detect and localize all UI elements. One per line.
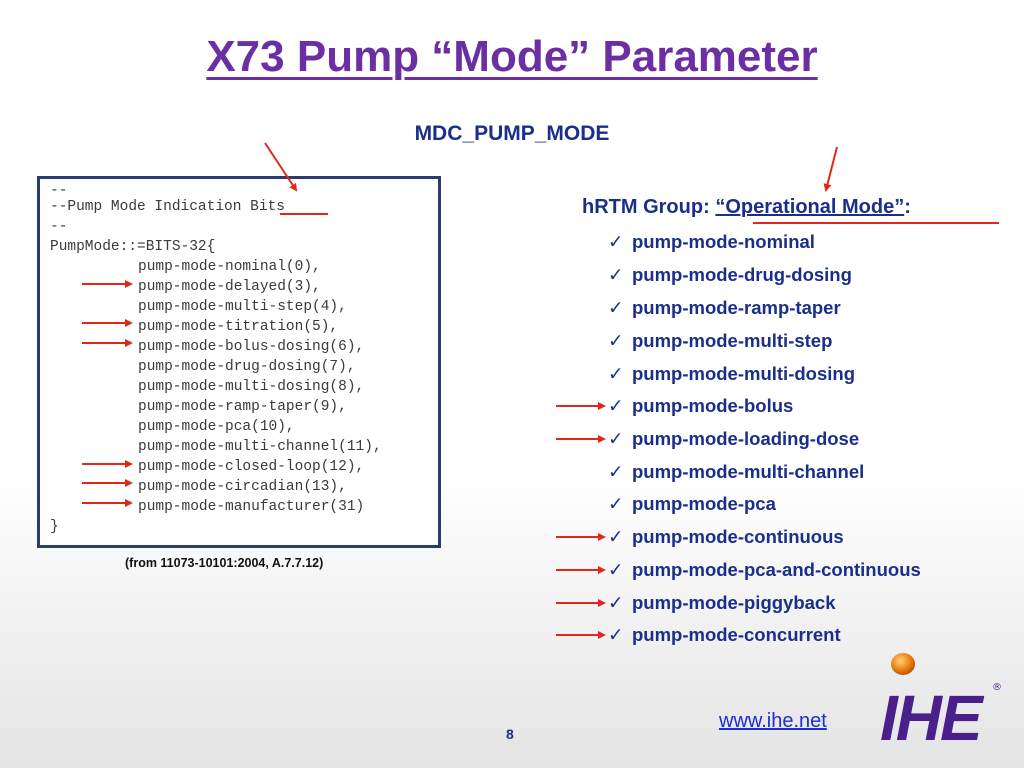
ihe-logo: IHE ® <box>880 653 1002 746</box>
heading-suffix: : <box>904 196 911 218</box>
checkmark-icon: ✓ <box>608 331 624 352</box>
logo-wordmark: IHE <box>880 682 985 746</box>
checkmark-icon: ✓ <box>608 560 624 581</box>
mode-list-item: ✓ pump-mode-concurrent <box>608 624 841 647</box>
heading-red-underline <box>753 222 999 224</box>
mode-list-item: ✓ pump-mode-piggyback <box>608 592 836 615</box>
mode-label: pump-mode-continuous <box>632 526 844 547</box>
mode-label: pump-mode-concurrent <box>632 624 841 645</box>
checkmark-icon: ✓ <box>608 593 624 614</box>
code-line: pump-mode-multi-step(4), <box>138 299 347 315</box>
code-line: --Pump Mode Indication Bits <box>50 199 285 215</box>
mode-label: pump-mode-piggyback <box>632 592 836 613</box>
code-line: } <box>50 519 59 535</box>
checkmark-icon: ✓ <box>608 298 624 319</box>
mode-list-item: ✓ pump-mode-drug-dosing <box>608 264 852 287</box>
code-line: pump-mode-circadian(13), <box>138 479 347 495</box>
code-listing: -- --Pump Mode Indication Bits -- PumpMo… <box>37 176 441 548</box>
mode-label: pump-mode-multi-dosing <box>632 363 855 384</box>
mode-label: pump-mode-bolus <box>632 395 794 416</box>
checkmark-icon: ✓ <box>608 364 624 385</box>
checkmark-icon: ✓ <box>608 625 624 646</box>
code-line: pump-mode-drug-dosing(7), <box>138 359 356 375</box>
mode-list-item: ✓ pump-mode-loading-dose <box>608 428 859 451</box>
hrtm-group-heading: hRTM Group: “Operational Mode”: <box>582 196 911 219</box>
page-number: 8 <box>506 726 514 742</box>
checkmark-icon: ✓ <box>608 265 624 286</box>
code-line: pump-mode-bolus-dosing(6), <box>138 339 365 355</box>
code-line: -- <box>50 183 68 199</box>
mode-label: pump-mode-pca <box>632 493 776 514</box>
checkmark-icon: ✓ <box>608 232 624 253</box>
code-line: pump-mode-closed-loop(12), <box>138 459 365 475</box>
mode-list-item: ✓ pump-mode-multi-channel <box>608 461 864 484</box>
mode-label: pump-mode-pca-and-continuous <box>632 559 921 580</box>
checkmark-icon: ✓ <box>608 494 624 515</box>
code-line: pump-mode-delayed(3), <box>138 279 321 295</box>
code-line: PumpMode::=BITS-32{ <box>50 239 216 255</box>
mode-label: pump-mode-drug-dosing <box>632 264 852 285</box>
mode-list-item: ✓ pump-mode-pca <box>608 493 776 516</box>
mode-label: pump-mode-multi-channel <box>632 461 865 482</box>
code-line: -- <box>50 219 68 235</box>
checkmark-icon: ✓ <box>608 396 624 417</box>
mode-label: pump-mode-nominal <box>632 231 815 252</box>
heading-prefix: hRTM Group: <box>582 196 716 218</box>
mode-label: pump-mode-ramp-taper <box>632 297 841 318</box>
code-line: pump-mode-titration(5), <box>138 319 339 335</box>
ihe-website-link[interactable]: www.ihe.net <box>719 710 827 732</box>
mode-list-item: ✓ pump-mode-pca-and-continuous <box>608 559 921 582</box>
heading-quoted: “Operational Mode” <box>715 196 905 218</box>
code-line: pump-mode-nominal(0), <box>138 259 321 275</box>
code-line: pump-mode-manufacturer(31) <box>138 499 365 515</box>
code-line: pump-mode-ramp-taper(9), <box>138 399 347 415</box>
mode-list-item: ✓ pump-mode-multi-dosing <box>608 363 855 386</box>
parameter-name: MDC_PUMP_MODE <box>414 122 610 145</box>
arrow-to-bits <box>264 142 298 192</box>
checkmark-icon: ✓ <box>608 527 624 548</box>
logo-orb <box>891 653 915 675</box>
bits-underline <box>280 213 328 215</box>
mode-list-item: ✓ pump-mode-continuous <box>608 526 844 549</box>
code-line: pump-mode-pca(10), <box>138 419 295 435</box>
mode-list-item: ✓ pump-mode-nominal <box>608 231 815 254</box>
mode-list-item: ✓ pump-mode-ramp-taper <box>608 297 841 320</box>
checkmark-icon: ✓ <box>608 429 624 450</box>
slide-title: X73 Pump “Mode” Parameter <box>206 32 818 81</box>
mode-list-item: ✓ pump-mode-multi-step <box>608 330 832 353</box>
logo-registered-mark: ® <box>992 682 1002 693</box>
code-line: pump-mode-multi-channel(11), <box>138 439 382 455</box>
code-line: pump-mode-multi-dosing(8), <box>138 379 365 395</box>
arrow-to-operational-mode <box>823 146 838 192</box>
source-caption: (from 11073-10101:2004, A.7.7.12) <box>125 556 324 570</box>
mode-label: pump-mode-loading-dose <box>632 428 860 449</box>
mode-list-item: ✓ pump-mode-bolus <box>608 395 793 418</box>
mode-label: pump-mode-multi-step <box>632 330 833 351</box>
checkmark-icon: ✓ <box>608 462 624 483</box>
